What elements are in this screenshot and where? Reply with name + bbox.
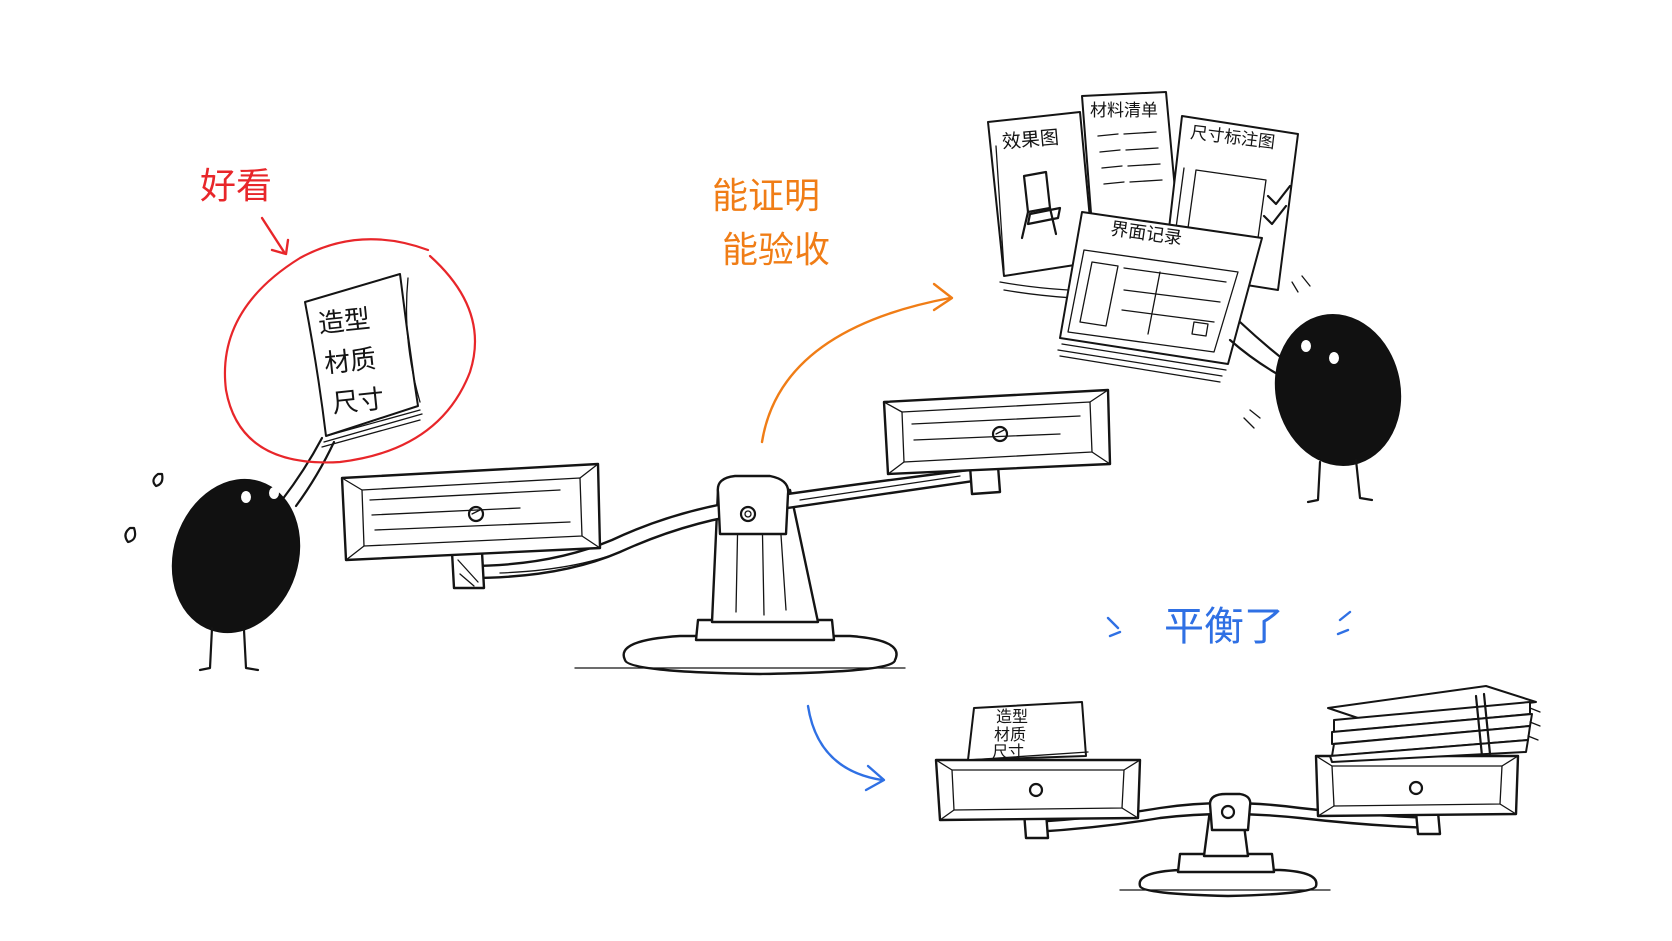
blue-arrow [806, 704, 884, 782]
tilted-scale [340, 388, 1112, 676]
left-character [124, 436, 336, 672]
can-prove-label: 能证明 [712, 176, 820, 217]
balanced-scale: 造型 材质 尺寸 [934, 685, 1541, 898]
left-paper: 造型 材质 尺寸 [304, 273, 423, 448]
orange-arrow [760, 296, 952, 444]
orange-annotation: 能证明 能验收 [712, 176, 954, 444]
left-paper-line3: 尺寸 [331, 384, 386, 419]
effect-drawing-title: 效果图 [1001, 127, 1060, 154]
small-paper-line3: 尺寸 [992, 742, 1024, 761]
red-annotation: 好看 [200, 166, 477, 464]
left-paper-line1: 造型 [317, 304, 372, 339]
materials-list-title: 材料清单 [1090, 101, 1158, 121]
balanced-label: 平衡了 [1164, 604, 1284, 650]
can-accept-label: 能验收 [722, 230, 830, 271]
right-character [1228, 314, 1402, 504]
looks-good-label: 好看 [200, 166, 272, 207]
left-paper-line2: 材质 [323, 344, 378, 379]
blue-annotation: 平衡了 [806, 604, 1352, 792]
small-paper-line1: 造型 [996, 707, 1028, 726]
small-paper-line2: 材质 [994, 725, 1026, 744]
document-stack: 效果图 材料清单 尺寸标注图 界面记录 [987, 91, 1311, 429]
